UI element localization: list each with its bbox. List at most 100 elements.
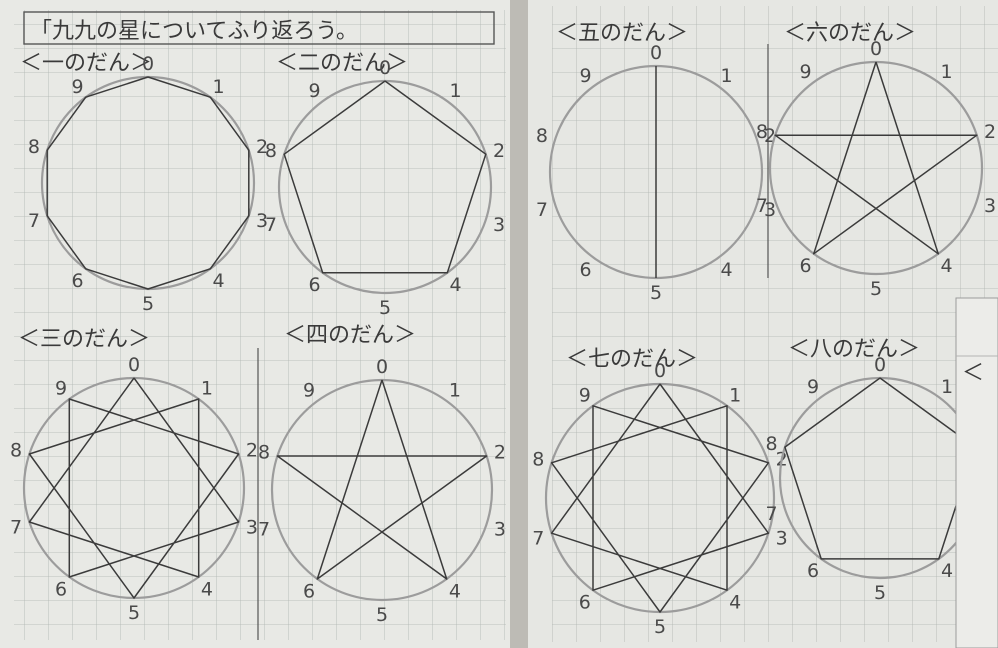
digit-label: 7	[28, 210, 40, 232]
digit-label: 9	[579, 384, 591, 406]
panel-heading: ＜五のだん＞	[556, 21, 688, 46]
page-gutter	[510, 0, 532, 648]
digit-label: 1	[449, 80, 461, 102]
digit-label: 6	[807, 560, 819, 582]
digit-label: 6	[308, 274, 320, 296]
digit-label: 4	[941, 560, 953, 582]
title-box	[23, 11, 495, 45]
digit-label: 5	[874, 582, 886, 604]
digit-label: 2	[494, 442, 506, 464]
digit-label: 0	[379, 57, 391, 79]
digit-label: 9	[71, 76, 83, 98]
digit-label: 7	[10, 516, 22, 538]
digit-label: 1	[941, 376, 953, 398]
digit-label: 3	[764, 199, 776, 221]
panel-heading: ＜四のだん＞	[284, 323, 416, 348]
digit-label: 6	[71, 270, 83, 292]
digit-label: 3	[984, 195, 996, 217]
star-path	[276, 379, 488, 580]
panel-heading: ＜六のだん＞	[784, 21, 916, 46]
digit-label: 1	[720, 65, 732, 87]
digit-label: 0	[874, 354, 886, 376]
digit-label: 8	[536, 125, 548, 147]
digit-label: 3	[494, 518, 506, 540]
digit-label: 1	[729, 384, 741, 406]
digit-label: 9	[799, 61, 811, 83]
digit-label: 6	[579, 592, 591, 614]
digit-label: 5	[376, 604, 388, 626]
digit-label: 8	[756, 121, 768, 143]
digit-label: 4	[212, 270, 224, 292]
panel-heading: ＜七のだん＞	[566, 347, 698, 372]
digit-label: 1	[201, 378, 213, 400]
digit-label: 7	[258, 518, 270, 540]
times-table-star-panel: ＜一のだん＞0 1 2 3 4 5 6 7 8 9	[20, 51, 268, 315]
times-table-star-panel: ＜二のだん＞0 1 2 3 4 5 6 7 8 9	[265, 51, 505, 319]
digit-label: 2	[246, 440, 258, 462]
digit-label: 0	[654, 360, 666, 382]
digit-label: 2	[256, 136, 268, 158]
digit-label: 0	[870, 38, 882, 60]
digit-label: 9	[579, 65, 591, 87]
digit-label: 3	[776, 528, 788, 550]
star-path	[774, 61, 978, 255]
digit-label: 6	[579, 259, 591, 281]
digit-label: 7	[532, 528, 544, 550]
panel-heading: ＜二のだん＞	[276, 51, 408, 76]
digit-label: 3	[256, 210, 268, 232]
digit-label: 1	[449, 380, 461, 402]
digit-label: 8	[265, 140, 277, 162]
digit-label: 4	[449, 274, 461, 296]
digit-label: 9	[303, 380, 315, 402]
digit-label: 1	[212, 76, 224, 98]
digit-label: 8	[532, 448, 544, 470]
digit-label: 7	[536, 199, 548, 221]
digit-label: 9	[308, 80, 320, 102]
digit-label: 3	[246, 516, 258, 538]
digit-label: 0	[128, 354, 140, 376]
digit-label: 4	[720, 259, 732, 281]
digit-label: 4	[201, 578, 213, 600]
panel-heading: ＜一のだん＞	[20, 51, 152, 76]
digit-label: 5	[128, 602, 140, 624]
star-path	[28, 377, 240, 599]
digit-label: 8	[258, 442, 270, 464]
panel-heading: ＜三のだん＞	[18, 327, 150, 352]
digit-label: 0	[650, 42, 662, 64]
digit-label: 4	[729, 592, 741, 614]
digit-label: 7	[756, 195, 768, 217]
digit-label: 5	[379, 297, 391, 319]
digit-label: 4	[940, 255, 952, 277]
digit-label: 5	[650, 282, 662, 304]
digit-label: 9	[807, 376, 819, 398]
digit-label: 4	[449, 580, 461, 602]
digit-label: 8	[28, 136, 40, 158]
digit-label: 8	[10, 440, 22, 462]
digit-label: 6	[55, 578, 67, 600]
left-page-grid	[14, 10, 506, 640]
digit-label: 5	[142, 293, 154, 315]
digit-label: 3	[493, 214, 505, 236]
times-table-star-panel: ＜四のだん＞ 0 1 2 3 4 5 6 7 8 9	[258, 323, 506, 626]
digit-label: 5	[654, 616, 666, 638]
digit-label: 6	[799, 255, 811, 277]
next-page-corner: ＜	[955, 297, 998, 648]
star-path	[550, 383, 770, 613]
next-page-heading: ＜	[962, 361, 984, 386]
digit-label: 0	[376, 356, 388, 378]
digit-label: 2	[493, 140, 505, 162]
digit-label: 0	[142, 53, 154, 75]
digit-label: 7	[766, 503, 778, 525]
panel-heading: ＜八のだん＞	[788, 337, 920, 362]
page-title: 「九九の星についてふり返ろう。	[30, 19, 358, 44]
digit-label: 6	[303, 580, 315, 602]
digit-label: 7	[265, 214, 277, 236]
digit-label: 8	[766, 433, 778, 455]
digit-label: 2	[984, 121, 996, 143]
star-path	[46, 76, 250, 290]
